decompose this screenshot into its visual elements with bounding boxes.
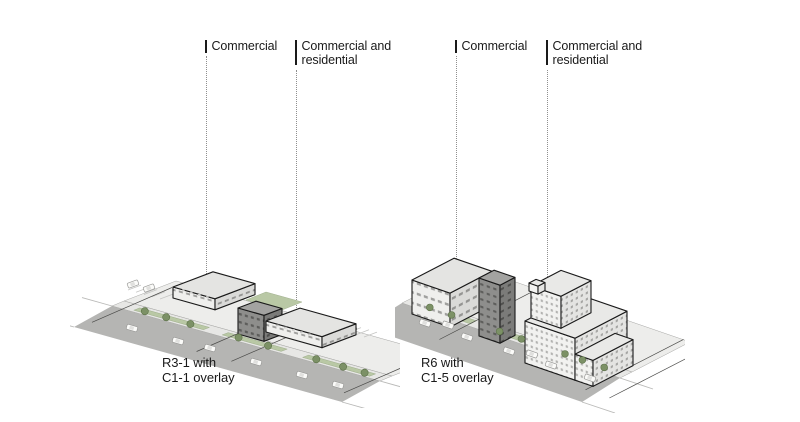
callout-text: Commercial and residential: [302, 39, 392, 67]
leader-line: [296, 70, 297, 322]
callout-label-line1: Commercial and: [552, 39, 643, 53]
callout-right-commercial: Commercial: [455, 39, 527, 53]
callout-left-commercial-residential: Commercial and residential: [295, 39, 391, 67]
callout-label-line1: Commercial and: [301, 39, 392, 53]
callout-text: Commercial: [462, 39, 528, 53]
panel-r6-illustration: [395, 257, 685, 413]
caption-line2: C1-5 overlay: [421, 370, 494, 385]
callout-right-commercial-residential: Commercial and residential: [546, 39, 642, 67]
callout-tick: [295, 40, 297, 65]
street-trees: [426, 303, 608, 372]
rooftop-units: [276, 324, 311, 336]
callout-tick: [205, 40, 207, 53]
callout-text: Commercial and residential: [553, 39, 643, 67]
callout-label-line1: Commercial: [211, 39, 278, 53]
street-trees: [140, 307, 369, 377]
leader-line: [456, 56, 457, 273]
callout-label-line2: residential: [552, 53, 609, 67]
leader-line: [206, 56, 207, 276]
caption-r3-1: R3-1 with C1-1 overlay: [162, 355, 235, 385]
one-story-commercial-building-left: [172, 271, 256, 311]
callout-tick: [455, 40, 457, 53]
caption-line1: R3-1 with: [162, 355, 217, 370]
callout-text: Commercial: [212, 39, 278, 53]
callout-label-line2: residential: [301, 53, 358, 67]
one-story-commercial-building-right: [265, 307, 357, 349]
callout-left-commercial: Commercial: [205, 39, 277, 53]
caption-line2: C1-1 overlay: [162, 370, 235, 385]
three-story-commercial-building: [411, 257, 493, 328]
panel-r3-1-illustration: [70, 271, 400, 408]
caption-line1: R6 with: [421, 355, 464, 370]
mixed-use-stepped-building: [524, 269, 634, 387]
mid-rise-residential-tower: [478, 269, 516, 344]
rooftop-units: [182, 289, 209, 298]
callout-label-line1: Commercial: [461, 39, 528, 53]
leader-line: [547, 70, 548, 283]
penthouse: [528, 278, 546, 295]
caption-r6: R6 with C1-5 overlay: [421, 355, 494, 385]
callout-tick: [546, 40, 548, 65]
